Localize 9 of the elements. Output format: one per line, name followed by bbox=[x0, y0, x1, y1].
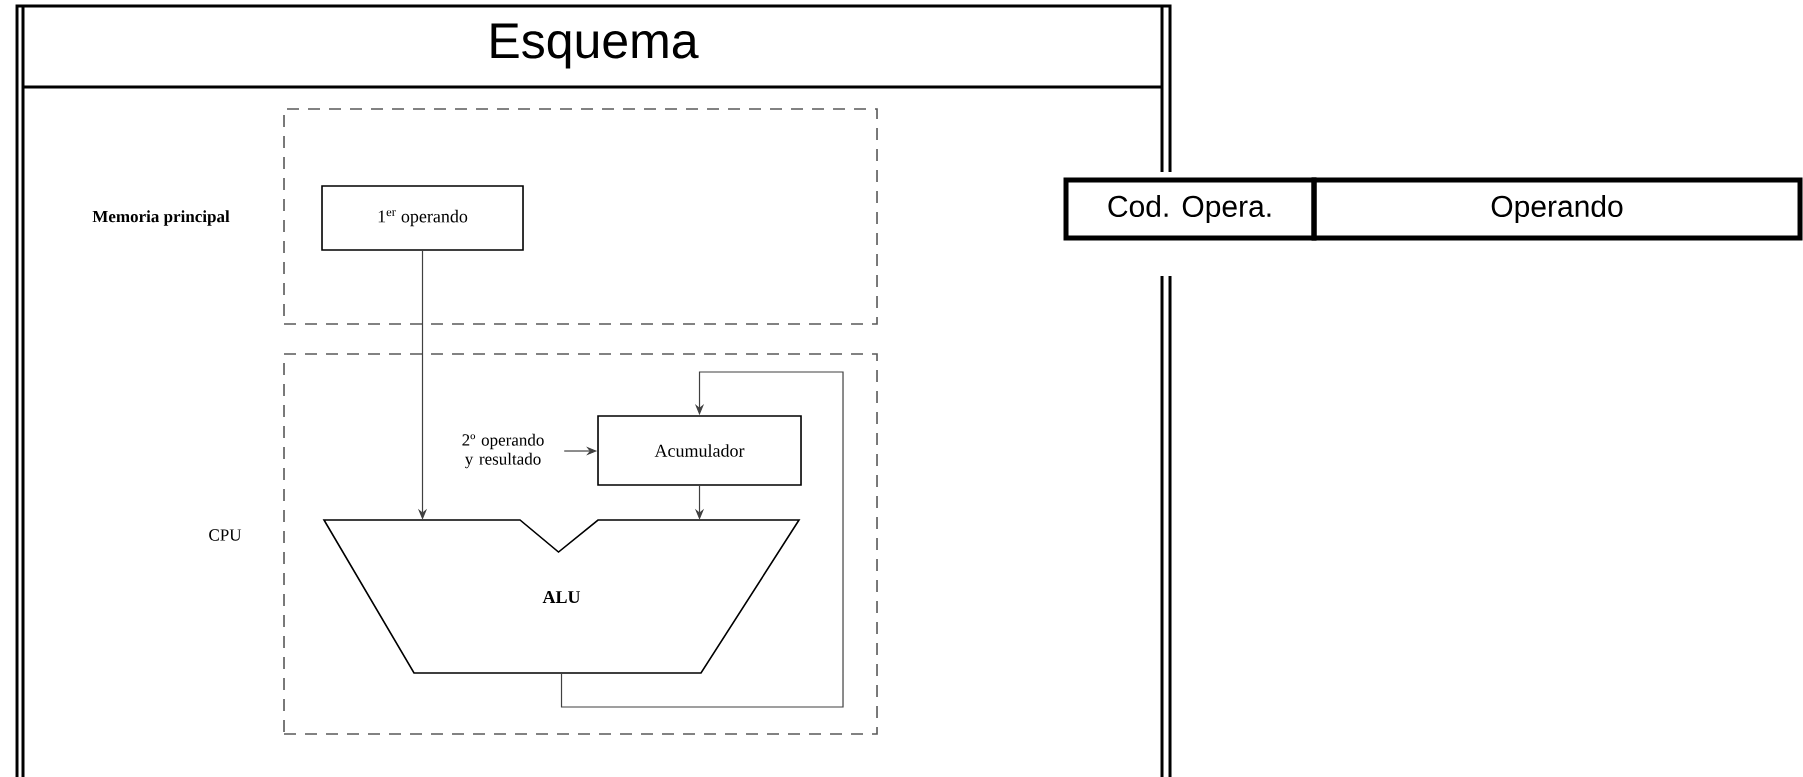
node-label: Memoria principal bbox=[92, 210, 230, 226]
input-label: 2º operando y resultado bbox=[462, 433, 544, 469]
arrow bbox=[560, 371, 844, 708]
process-box: Acumulador bbox=[597, 415, 802, 486]
process-box: 1$^{er}$ operando bbox=[321, 185, 524, 251]
node-label: CPU bbox=[209, 529, 242, 541]
table-cell: Operando bbox=[1311, 177, 1803, 241]
table-cell: Cod. Opera. bbox=[1063, 177, 1317, 241]
title: Esquema bbox=[491, 23, 699, 69]
